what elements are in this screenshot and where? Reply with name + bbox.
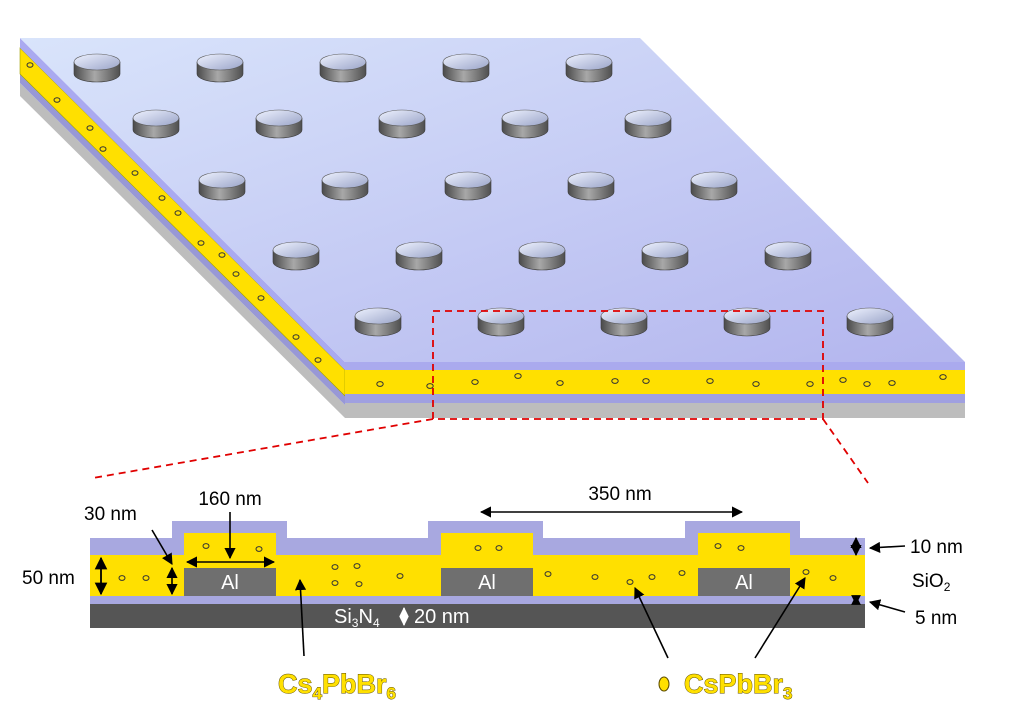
slab-front-sio2-bottom [345, 394, 965, 403]
al-disk-1 [184, 568, 276, 596]
cross-section: Al Al Al Si3N4 20 nm 350 nm 160 nm 30 nm… [22, 484, 963, 703]
nanodisk [354, 307, 402, 337]
nanodisk [255, 109, 303, 139]
nanodisk [196, 53, 244, 83]
bottom-sio2-layer [90, 596, 865, 604]
nanodisk [272, 241, 320, 271]
slab-3d [19, 38, 965, 484]
nanodisk [846, 307, 894, 337]
si3n4-thickness-label: 20 nm [414, 606, 470, 628]
nanodisk [764, 241, 812, 271]
al-label-2: Al [478, 572, 496, 594]
nanodisk [198, 171, 246, 201]
al-disk-3 [698, 568, 790, 596]
sio2-label: SiO2 [912, 571, 951, 594]
nanodisk [395, 241, 443, 271]
nanodisk-array [73, 53, 894, 337]
nanodisk [723, 307, 771, 337]
zoom-line-left [92, 418, 434, 479]
zoom-region-box [432, 310, 824, 420]
cs4pbbr6-label: Cs4PbBr6 [278, 669, 396, 703]
nanodisk [132, 109, 180, 139]
si3n4-layer [90, 604, 865, 628]
nanodisk [518, 241, 566, 271]
al-label-3: Al [735, 572, 753, 594]
nanodisk [565, 53, 613, 83]
nanodisk [319, 53, 367, 83]
cs4pbbr6-pointer [294, 578, 307, 657]
bottom-sio2-thickness-pointer [868, 599, 906, 613]
zoom-line-right [822, 418, 869, 484]
al-disk-2 [441, 568, 533, 596]
cspbbr3-pointer-2 [754, 577, 806, 659]
cross-section-nanocrystals [118, 543, 837, 587]
slab-front-gray [345, 403, 965, 418]
slab-left-sio2-bottom [20, 74, 345, 405]
nanodisk [690, 171, 738, 201]
slab-left-gray [20, 83, 345, 418]
nanodisk [321, 171, 369, 201]
nanodisk [73, 53, 121, 83]
si3n4-label: Si3N4 [334, 606, 380, 630]
perovskite-thickness-label: 50 nm [22, 568, 75, 589]
nanodisk [600, 307, 648, 337]
al-thickness-pointer [151, 529, 173, 565]
slab-front-perovskite [345, 370, 965, 394]
top-sio2-thickness-label: 10 nm [910, 537, 963, 558]
nanodisk [624, 109, 672, 139]
bottom-sio2-thickness-label: 5 nm [915, 608, 957, 629]
nanodisk [442, 53, 490, 83]
pitch-label: 350 nm [588, 484, 651, 505]
cspbbr3-pointer-1 [634, 586, 669, 659]
top-sio2-thickness-pointer [868, 541, 906, 554]
nanodisk [444, 171, 492, 201]
perovskite-layer [90, 533, 865, 596]
al-label-1: Al [221, 572, 239, 594]
slab-left-sio2-top [20, 38, 345, 370]
nanodisk [477, 307, 525, 337]
nanodisk [641, 241, 689, 271]
nanodisk [567, 171, 615, 201]
cspbbr3-crystal-icon [658, 676, 670, 692]
side-nanocrystals [26, 62, 322, 363]
nanodisk [501, 109, 549, 139]
cspbbr3-label: CsPbBr3 [684, 669, 793, 703]
nanodisk [378, 109, 426, 139]
slab-front-sio2-top [345, 362, 965, 370]
front-nanocrystals [376, 373, 947, 389]
disk-diameter-label: 160 nm [198, 489, 261, 510]
al-thickness-label: 30 nm [84, 504, 137, 525]
